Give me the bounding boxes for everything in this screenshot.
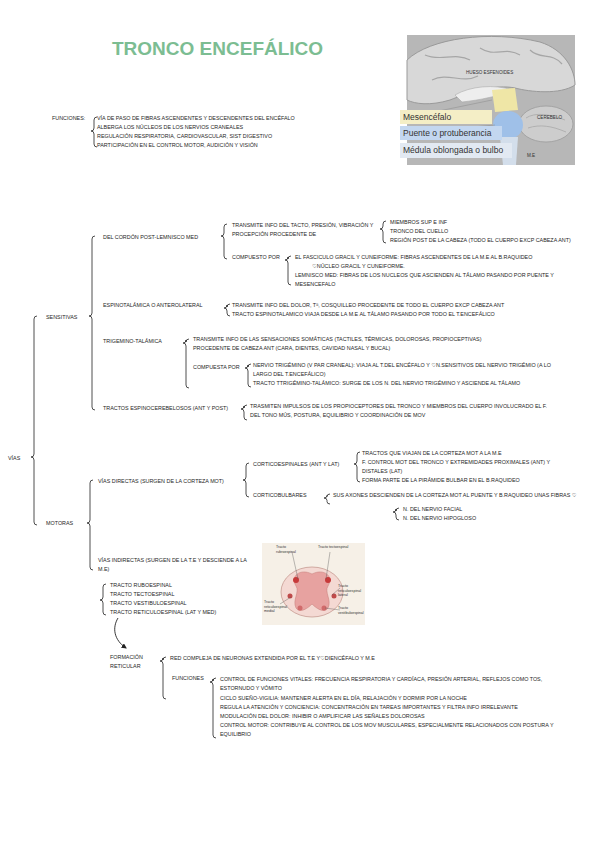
bracket [241,405,247,420]
spinal-cord-illustration [262,543,365,625]
bracket [393,508,399,520]
concept-text: TRANSMITE INFO DEL TACTO, PRESIÓN, VIBRA… [232,221,377,239]
concept-text: Tracto tectoespinal [318,545,358,550]
concept-text: CONTROL DE FUNCIONES VITALES: FRECUENCIA… [220,675,570,693]
bracket [183,339,189,388]
concept-text: ♡NÚCLEO GRACIL Y CUNEIFORME. [312,262,405,271]
bracket [243,463,249,497]
bracket [100,584,106,615]
concept-text: Tracto reticuloespinal lateral [338,584,365,598]
bracket [91,117,97,147]
concept-text: MODULACIÓN DEL DOLOR: INHIBIR O AMPLIFIC… [220,712,425,721]
page-title: TRONCO ENCEFÁLICO [112,38,323,60]
concept-text: Tracto vestibuloespinal [338,606,365,615]
bracket-group [31,117,399,738]
concept-text: REGULA LA ATENCIÓN Y CONCIENCIA: CONCENT… [220,703,518,712]
concept-text: FORMA PARTE DE LA PIRÁMIDE BULBAR EN EL … [362,476,520,485]
concept-text: REGIÓN POST DE LA CABEZA (TODO EL CUERPO… [390,236,595,245]
concept-text: TRANSMITE INFO DEL DOLOR, Tª, COSQUILLEO… [232,301,504,310]
bracket [245,364,251,387]
concept-text: TRACTO TTRIGÉMINO-TALÁMICO: SURGE DE LOS… [253,379,520,388]
concept-text: F. CONTROL MOT DEL TRONCO Y EXTREMIDADES… [362,458,577,476]
concept-text: VÍAS [8,454,20,463]
concept-text: TRACTO ESPINOTALAMICO VIAJA DESDE LA M.E… [232,310,495,319]
concept-text: M.E [527,153,535,159]
concept-text: CICLO SUEÑO-VIGILIA: MANTENER ALERTA EN … [220,694,467,703]
concept-text: TRACTO RETICULOESPINAL (LAT Y MED) [110,608,216,617]
bracket [380,221,386,243]
bracket [210,678,216,738]
bracket [324,494,330,504]
legend-text: Puente o protuberancia [403,128,491,138]
concept-text: MOTORAS [46,519,73,528]
pointer-arrow [115,618,126,648]
concept-text: NERVIO TRIGÉMINO (V PAR CRANEAL): VIAJA … [253,361,568,379]
concept-text: VÍAS DIRECTAS (SURGEN DE LA CORTEZA MOT) [98,477,224,486]
bracket [160,657,166,699]
bracket [89,236,95,410]
concept-text: TRASMITEN IMPULSOS DE LOS PROPIOCEPTORES… [250,402,550,420]
concept-text: VÍA DE PASO DE FIBRAS ASCENDENTES Y DESC… [97,114,295,123]
bracket [221,224,227,259]
concept-text: FUNCIONES: [52,114,85,123]
concept-text: ESPINOTALÁMICA O ANTEROLATERAL [103,301,203,310]
bracket [354,452,360,482]
concept-text: LEMNISCO MED: FIBRAS DE LOS NUCLEOS QUE … [295,271,580,289]
concept-text: SUS AXONES DESCIENDEN DE LA CORTEZA MOT … [333,491,578,500]
concept-text: FORMACIÓN RETICULAR [110,653,160,671]
bracket [285,256,291,285]
legend-text: Mesencéfalo [403,112,451,122]
legend-text: Médula oblongada o bulbo [403,145,503,155]
bracket [87,480,93,570]
concept-text: FUNCIONES [172,674,204,683]
concept-text: CORTICOBULBARES [253,491,307,500]
concept-text: N. DEL NERVIO HIPOGLOSO [403,514,476,523]
concept-text: TRACTO TECTOESPINAL [110,590,174,599]
concept-text: COMPUESTA POR [193,363,240,372]
concept-text: CONTROL MOTOR: CONTRIBUYE AL CONTROL DE … [220,721,570,739]
concept-text: TRANSMITE INFO DE LAS SENSACIONES SOMÁTI… [193,335,493,353]
concept-text: ALBERGA LOS NÚCLEOS DE LOS NERVIOS CRANE… [97,123,243,132]
bracket [224,304,230,316]
concept-text: RED COMPLEJA DE NEURONAS EXTENDIDA POR E… [170,654,375,663]
concept-text: TRACTOS QUE VIAJAN DE LA CORTEZA MOT A L… [362,449,502,458]
concept-text: TRIGEMINO-TALÁMICA [103,337,162,346]
concept-text: EL FASCICULO GRACIL Y CUNEIFORME: FIBRAS… [295,253,532,262]
concept-text: TRACTO VESTIBULOESPINAL [110,599,187,608]
concept-text: MIEMBROS SUP E INF [390,218,447,227]
concept-text: HUESO ESFENOIDES [466,70,513,76]
concept-text: COMPUESTO POR [232,253,280,262]
concept-text: TRACTOS ESPINOCEREBELOSOS (ANT Y POST) [103,404,228,413]
concept-text: PARTICIPACIÓN EN EL CONTROL MOTOR, AUDIC… [97,141,258,150]
concept-text: REGULACIÓN RESPIRATORIA, CARDIOVASCULAR,… [97,132,272,141]
concept-text: N. DEL NERVIO FACIAL [403,505,462,514]
concept-text: VÍAS INDIRECTAS (SURGEN DE LA T.E Y DESC… [98,556,248,574]
concept-text: CEREBELO [537,115,562,121]
concept-text: TRACTO RUBOESPINAL [110,581,172,590]
concept-text: DEL CORDÓN POST-LEMNISCO MED [103,233,198,242]
concept-text: TRONCO DEL CUELLO [390,227,448,236]
bracket [31,316,37,525]
concept-text: Tracto rubroespinal [276,545,306,554]
concept-text: SENSITIVAS [46,313,77,322]
concept-text: CORTICOESPINALES (ANT Y LAT) [253,460,339,469]
concept-text: Tracto reticuloespinal medial [264,600,288,614]
